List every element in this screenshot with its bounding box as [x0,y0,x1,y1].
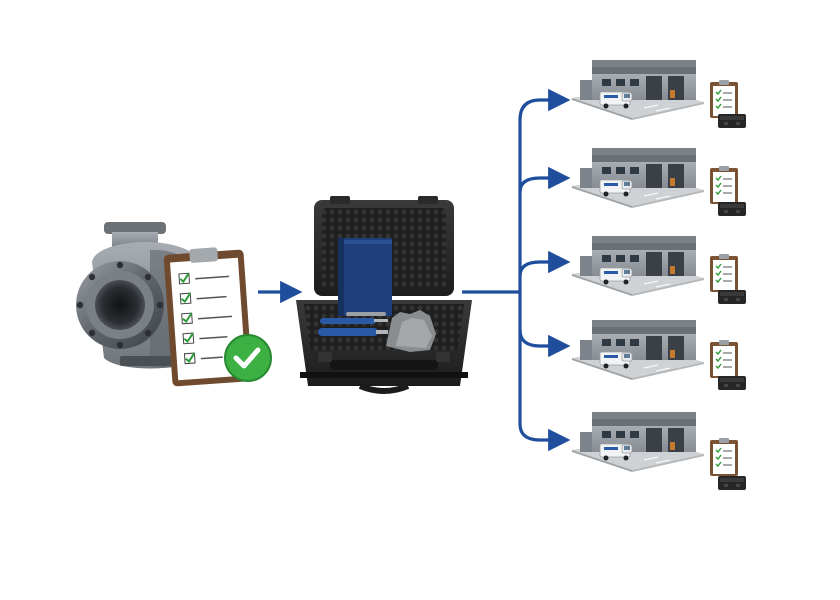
arrow-branch-site-1 [514,88,571,294]
service-site-3 [571,235,746,304]
service-center-icon [571,147,705,209]
kit-case-icon [718,202,746,216]
service-site-2 [571,147,746,216]
arrows [258,88,571,452]
arrow-branch-site-4 [518,292,571,358]
service-center-icon [571,235,705,297]
kit-case-icon [718,376,746,390]
service-site-1 [571,59,746,128]
service-kit-node [296,196,472,394]
kit-case-icon [718,476,746,490]
arrow-branch-site-3 [518,250,571,277]
arrow-branch-site-5 [518,330,571,452]
arrow-branch-site-2 [518,166,571,193]
kit-case-icon [718,114,746,128]
manual-book-icon [338,238,392,316]
checklist-icon [709,437,739,477]
gloves-icon [386,310,436,352]
service-center-icon [571,411,705,473]
approved-check-badge-icon [224,334,272,382]
checklist-icon [709,253,739,293]
tools-icon [318,312,388,336]
kit-case-icon [718,290,746,304]
checklist-icon [709,339,739,379]
pump-node [76,222,272,387]
service-site-5 [571,411,746,490]
service-center-icon [571,59,705,121]
checklist-icon [709,165,739,205]
checklist-icon [709,79,739,119]
service-center-icon [571,319,705,381]
service-site-4 [571,319,746,390]
